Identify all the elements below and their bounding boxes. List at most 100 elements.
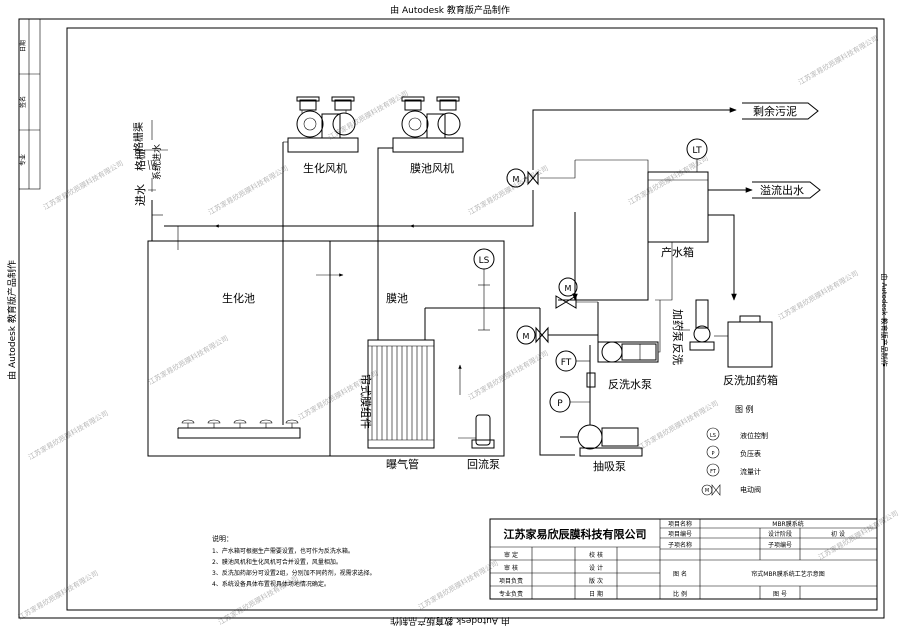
level-switch-ls: LS (473, 248, 495, 331)
check-label: 校 核 (589, 551, 603, 559)
bio-tank-label: 生化池 (222, 291, 255, 305)
side-table-c3: 日期 (19, 40, 27, 52)
ls-symbol: LS (479, 256, 490, 266)
watermark: 江苏家易欣辰膜科技有限公司 (17, 568, 100, 621)
valve-m-mid: M (555, 277, 578, 309)
suction-line (539, 308, 575, 456)
watermark: 江苏家易欣辰膜科技有限公司 (207, 163, 290, 216)
subitem-no-label: 子项编号 (768, 541, 792, 549)
bio-blower: 生化风机 (283, 96, 359, 175)
legend-text-3: 电动阀 (740, 485, 761, 494)
valve-m-top: M (506, 168, 539, 188)
notes: 说明： 1、产水箱可根据生产需要设置，也可作为反洗水箱。 2、膜池风机和生化风机… (212, 534, 376, 588)
watermark: 江苏家易欣辰膜科技有限公司 (417, 558, 500, 611)
note-line-2: 2、膜池风机和生化风机可合并设置，风量相加。 (212, 558, 342, 566)
dosing-tank-label: 反洗加药箱 (723, 373, 778, 387)
product-line (558, 242, 649, 301)
product-tank-label: 产水箱 (661, 245, 694, 259)
membrane-tank-label: 膜池 (386, 292, 408, 305)
watermark: 江苏家易欣辰膜科技有限公司 (637, 398, 720, 451)
legend-sym-2: FT (710, 469, 717, 475)
left-banner: 由 Autodesk 教育版产品制作 (6, 260, 18, 380)
membrane-air-pipe (377, 147, 393, 340)
design-stage: 初 设 (831, 530, 845, 538)
side-table-c1: 专业 (19, 154, 27, 166)
notes-title: 说明： (212, 534, 233, 543)
note-line-1: 1、产水箱可根据生产需要设置，也可作为反洗水箱。 (212, 547, 354, 555)
drawing-no-label: 图 号 (773, 591, 787, 598)
legend-text-2: 流量计 (740, 467, 761, 476)
sludge-line (532, 107, 737, 170)
bottom-banner: 由 Autodesk 教育版产品制作 (390, 615, 510, 627)
project-name-label: 项目名称 (668, 520, 692, 528)
legend-sym-0: LS (710, 433, 716, 439)
membrane-module: 帘式膜组件 (359, 307, 540, 449)
legend-sym-1: P (711, 451, 714, 457)
product-tank: LT 产水箱 (575, 138, 753, 301)
watermark: 江苏家易欣辰膜科技有限公司 (27, 408, 110, 461)
version-label: 版 次 (589, 577, 603, 585)
date-label: 日 期 (589, 590, 603, 598)
legend-title: 图 例 (735, 404, 754, 414)
legend-sym-3: M (705, 488, 709, 494)
return-pump: 回流泵 (458, 414, 500, 471)
drawing-name: 帘式MBR膜系统工艺示意图 (751, 570, 824, 578)
ft-symbol: FT (561, 358, 572, 368)
inner-frame (66, 27, 878, 611)
grille-sub-label: 系统进水 (151, 144, 163, 180)
membrane-module-label: 帘式膜组件 (359, 374, 373, 429)
excess-sludge: 剩余污泥 (742, 102, 819, 120)
watermark: 江苏家易欣辰膜科技有限公司 (42, 158, 125, 211)
backwash-pump: 反洗水泵 (597, 300, 661, 391)
legend-text-0: 液位控制 (740, 431, 768, 440)
subitem-name-label: 子项名称 (668, 541, 692, 549)
dosing-pump: 加药泵 反洗 (671, 299, 728, 365)
title-block: 江苏家易欣辰膜科技有限公司 项目名称 MBR膜系统 项目编号 设计阶段 初 设 … (489, 518, 878, 600)
outer-frame (18, 18, 885, 619)
inlet-label: 进水 (134, 184, 147, 206)
grille-icon (148, 178, 156, 192)
p-symbol: P (557, 399, 563, 409)
drawing-name-label: 图 名 (673, 570, 687, 578)
lt-symbol: LT (692, 146, 702, 156)
design-stage-label: 设计阶段 (768, 530, 792, 538)
approve-label: 审 核 (504, 564, 518, 572)
valve-m-top-symbol: M (513, 175, 520, 184)
valve-m-mid-symbol: M (565, 284, 572, 293)
dosing-pump-label: 加药泵 (671, 309, 684, 342)
membrane-blower-label: 膜池风机 (410, 161, 454, 175)
legend: 图 例 LS 液位控制 P 负压表 FT 流量计 M 电动阀 (701, 404, 768, 496)
suction-pump-label: 抽吸泵 (593, 459, 626, 473)
valve-m-left: M (516, 302, 599, 345)
return-pump-label: 回流泵 (467, 457, 500, 471)
discipline-lead-label: 专业负责 (499, 590, 523, 598)
project-no-label: 项目编号 (668, 530, 692, 538)
design-label: 设 计 (589, 564, 603, 572)
dosing-pump-prefix: 反洗 (671, 343, 684, 365)
project-name: MBR膜系统 (772, 520, 803, 528)
backwash-pump-label: 反洗水泵 (608, 378, 652, 391)
watermark: 江苏家易欣辰膜科技有限公司 (147, 333, 230, 386)
watermark: 江苏家易欣辰膜科技有限公司 (777, 268, 860, 321)
project-lead-label: 项目负责 (499, 577, 523, 585)
main-tank: 进水 格栅 系统进水 格栅渠 生化池 膜池 (132, 120, 505, 457)
aerator-label: 曝气管 (386, 457, 419, 471)
return-line (164, 190, 534, 227)
bio-diffuser-grid (177, 427, 301, 439)
top-banner: 由 Autodesk 教育版产品制作 (390, 4, 510, 16)
excess-sludge-label: 剩余污泥 (753, 104, 797, 118)
watermark: 江苏家易欣辰膜科技有限公司 (467, 163, 550, 216)
watermark: 江苏家易欣辰膜科技有限公司 (797, 33, 880, 86)
side-table: 专业 签名 日期 (18, 18, 41, 190)
dosing-tank: 反洗加药箱 (723, 315, 778, 387)
bio-blower-label: 生化风机 (303, 161, 347, 175)
legend-text-1: 负压表 (740, 449, 761, 458)
note-line-4: 4、系统设备具体布置视具体场地情况确定。 (212, 580, 330, 588)
flow-meter-ft: FT (555, 350, 596, 388)
valve-m-left-symbol: M (523, 332, 530, 341)
grille-label: 格栅 (133, 149, 147, 171)
watermark: 江苏家易欣辰膜科技有限公司 (467, 348, 550, 401)
suction-pump: 抽吸泵 (560, 424, 643, 473)
overflow-label: 溢流出水 (760, 183, 804, 197)
